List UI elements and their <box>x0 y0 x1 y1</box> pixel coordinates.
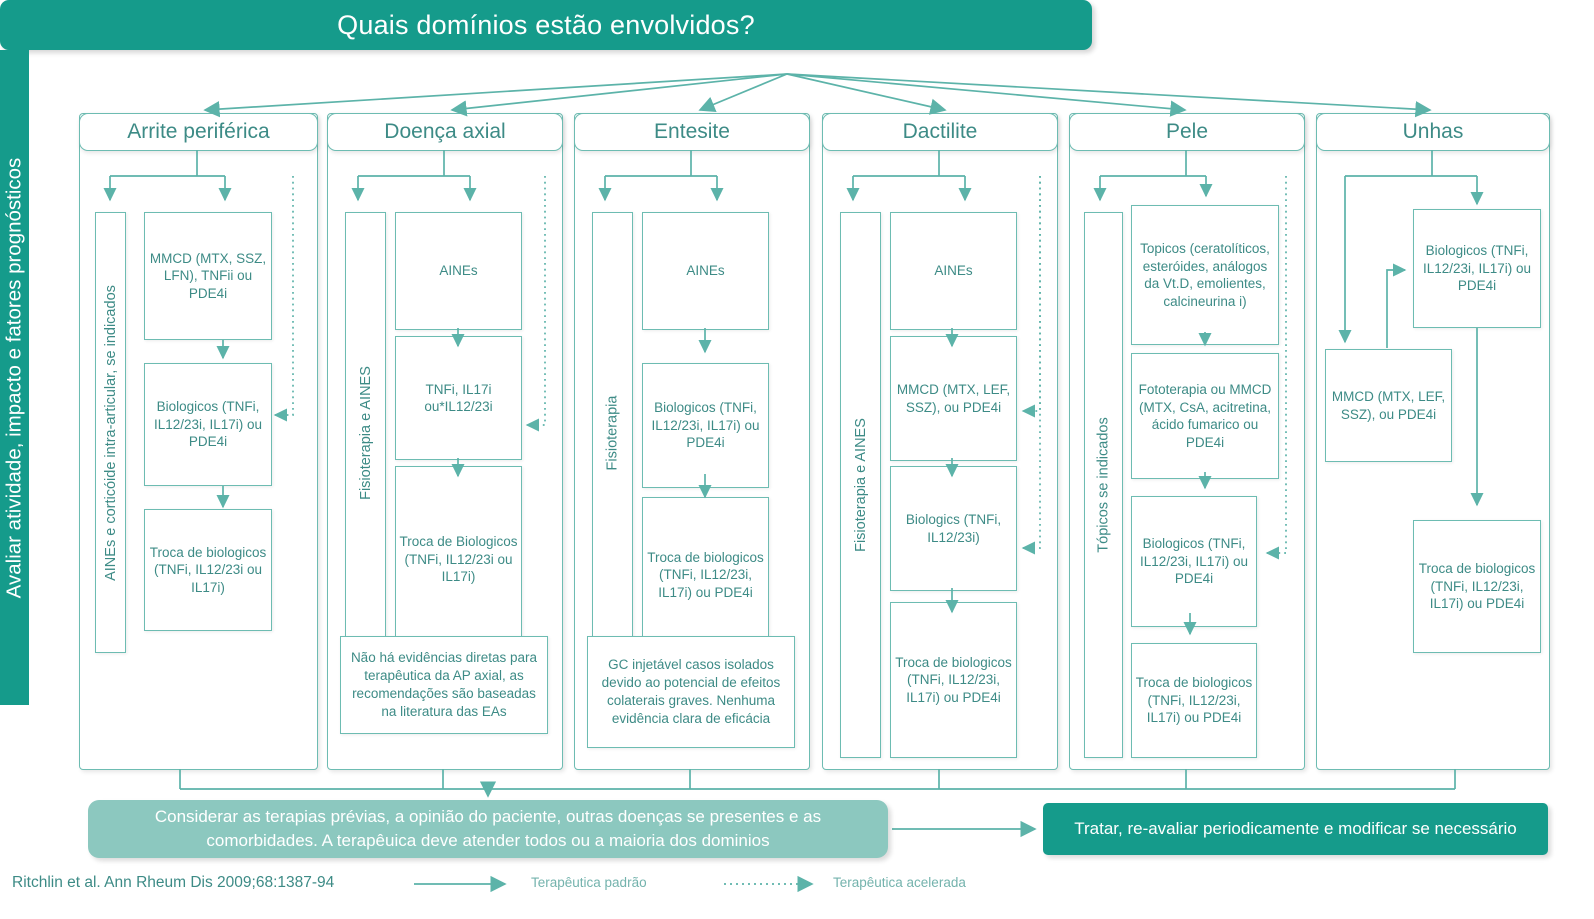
assessment-sidebar-label: Avaliar atividade, impacto e fatores pro… <box>2 157 26 598</box>
step-box-1-doenca-axial[interactable]: AINEs <box>395 212 522 330</box>
step-box-3-dactilite[interactable]: Biologics (TNFi, IL12/23i) <box>890 466 1017 591</box>
step-box-3-doenca-axial[interactable]: Troca de Biologicos (TNFi, IL12/23i ou I… <box>395 466 522 653</box>
step-text: Biologicos (TNFi, IL12/23i, IL17i) ou PD… <box>651 400 760 451</box>
domain-header-unhas[interactable]: Unhas <box>1316 113 1550 151</box>
side-treatment-label: Fisioterapia <box>604 395 621 470</box>
domain-header-pele[interactable]: Pele <box>1069 113 1305 151</box>
domain-title: Unhas <box>1402 120 1464 143</box>
consider-box[interactable]: Considerar as terapias prévias, a opiniã… <box>88 800 888 858</box>
step-box-1-unhas[interactable]: Biologicos (TNFi, IL12/23i, IL17i) ou PD… <box>1413 209 1541 328</box>
domain-title: Entesite <box>654 120 730 143</box>
domain-column-arrite-periferica[interactable]: Arrite periférica AINEs e corticóide int… <box>79 113 318 770</box>
note-text: GC injetável casos isolados devido ao po… <box>601 657 781 726</box>
step-box-3-arrite-periferica[interactable]: Troca de biologicos (TNFi, IL12/23i ou I… <box>144 509 272 631</box>
side-treatment-arrite-periferica[interactable]: AINEs e corticóide intra-articular, se i… <box>95 212 126 653</box>
consider-text: Considerar as terapias prévias, a opiniã… <box>154 807 822 850</box>
step-text: Troca de Biologicos (TNFi, IL12/23i ou I… <box>399 534 518 585</box>
legend: Ritchlin et al. Ann Rheum Dis 2009;68:13… <box>12 872 1112 898</box>
domain-column-doenca-axial[interactable]: Doença axial Fisioterapia e AINES AINEs … <box>327 113 563 770</box>
note-box-entesite[interactable]: GC injetável casos isolados devido ao po… <box>587 636 795 748</box>
citation-text: Ritchlin et al. Ann Rheum Dis 2009;68:13… <box>12 874 335 891</box>
step-text: Biologicos (TNFi, IL12/23i, IL17i) ou PD… <box>1422 243 1532 294</box>
side-treatment-label: Fisioterapia e AINES <box>852 418 869 552</box>
assessment-sidebar: Avaliar atividade, impacto e fatores pro… <box>0 50 29 705</box>
step-text: Troca de biologicos (TNFi, IL12/23i, IL1… <box>1418 561 1536 612</box>
bottom-collector <box>179 769 1456 798</box>
step-box-2-pele[interactable]: Fototerapia ou MMCD (MTX, CsA, acitretin… <box>1131 353 1279 479</box>
treat-box[interactable]: Tratar, re-avaliar periodicamente e modi… <box>1043 803 1548 855</box>
domain-column-dactilite[interactable]: Dactilite Fisioterapia e AINES AINEs MMC… <box>822 113 1058 770</box>
domain-header-entesite[interactable]: Entesite <box>574 113 810 151</box>
step-box-3-unhas[interactable]: Troca de biologicos (TNFi, IL12/23i, IL1… <box>1413 520 1541 653</box>
step-box-2-arrite-periferica[interactable]: Biologicos (TNFi, IL12/23i, IL17i) ou PD… <box>144 363 272 486</box>
domain-header-arrite-periferica[interactable]: Arrite periférica <box>79 113 318 151</box>
page-title: Quais domínios estão envolvidos? <box>0 0 1092 50</box>
step-box-2-unhas[interactable]: MMCD (MTX, LEF, SSZ), ou PDE4i <box>1325 349 1452 462</box>
step-box-4-pele[interactable]: Troca de biologicos (TNFi, IL12/23i, IL1… <box>1131 643 1257 758</box>
legend-label-standard: Terapêutica padrão <box>531 875 647 890</box>
step-box-2-dactilite[interactable]: MMCD (MTX, LEF, SSZ), ou PDE4i <box>890 336 1017 461</box>
side-treatment-dactilite[interactable]: Fisioterapia e AINES <box>840 212 881 758</box>
step-text: AINEs <box>934 263 973 279</box>
step-box-1-entesite[interactable]: AINEs <box>642 212 769 330</box>
domain-column-unhas[interactable]: Unhas Biologicos (TNFi, IL12/23i, IL17i)… <box>1316 113 1550 770</box>
step-text: Topicos (ceratolíticos, esteróides, anál… <box>1140 241 1270 309</box>
side-treatment-doenca-axial[interactable]: Fisioterapia e AINES <box>345 212 386 653</box>
step-box-3-entesite[interactable]: Troca de biologicos (TNFi, IL12/23i, IL1… <box>642 497 769 653</box>
step-text: MMCD (MTX, LEF, SSZ), ou PDE4i <box>1331 389 1446 422</box>
page-title-text: Quais domínios estão envolvidos? <box>337 9 755 40</box>
step-box-1-pele[interactable]: Topicos (ceratolíticos, esteróides, anál… <box>1131 205 1279 345</box>
side-treatment-pele[interactable]: Tópicos se indicados <box>1084 212 1123 758</box>
step-text: Troca de biologicos (TNFi, IL12/23i, IL1… <box>1135 675 1253 726</box>
step-text: Biologics (TNFi, IL12/23i) <box>905 512 1002 545</box>
treat-text: Tratar, re-avaliar periodicamente e modi… <box>1074 819 1517 838</box>
step-text: TNFi, IL17i ou*IL12/23i <box>424 381 493 415</box>
step-box-2-entesite[interactable]: Biologicos (TNFi, IL12/23i, IL17i) ou PD… <box>642 363 769 488</box>
side-treatment-label: Tópicos se indicados <box>1095 417 1112 553</box>
side-treatment-entesite[interactable]: Fisioterapia <box>592 212 633 653</box>
domain-title: Pele <box>1165 120 1209 143</box>
step-text: MMCD (MTX, LEF, SSZ), ou PDE4i <box>896 382 1011 415</box>
title-fanout-arrows <box>203 73 1432 118</box>
step-text: MMCD (MTX, SSZ, LFN), TNFii ou PDE4i <box>149 250 267 301</box>
note-box-doenca-axial[interactable]: Não há evidências diretas para terapêuti… <box>340 636 548 734</box>
step-text: Biologicos (TNFi, IL12/23i, IL17i) ou PD… <box>153 399 263 450</box>
domain-header-doenca-axial[interactable]: Doença axial <box>327 113 563 151</box>
step-text: Troca de biologicos (TNFi, IL12/23i, IL1… <box>647 549 764 600</box>
domain-header-dactilite[interactable]: Dactilite <box>822 113 1058 151</box>
note-text: Não há evidências diretas para terapêuti… <box>350 650 538 719</box>
step-text: Biologicos (TNFi, IL12/23i, IL17i) ou PD… <box>1139 536 1249 587</box>
step-text: Troca de biologicos (TNFi, IL12/23i, IL1… <box>895 654 1012 705</box>
step-text: AINEs <box>439 263 478 279</box>
domain-column-pele[interactable]: Pele Tópicos se indicados Topicos (cerat… <box>1069 113 1305 770</box>
step-text: Fototerapia ou MMCD (MTX, CsA, acitretin… <box>1138 382 1272 450</box>
step-box-1-dactilite[interactable]: AINEs <box>890 212 1017 330</box>
step-box-3-pele[interactable]: Biologicos (TNFi, IL12/23i, IL17i) ou PD… <box>1131 496 1257 627</box>
side-treatment-label: AINEs e corticóide intra-articular, se i… <box>102 284 119 581</box>
step-text: Troca de biologicos (TNFi, IL12/23i ou I… <box>149 544 267 595</box>
legend-label-accelerated: Terapêutica acelerada <box>833 875 966 890</box>
step-box-4-dactilite[interactable]: Troca de biologicos (TNFi, IL12/23i, IL1… <box>890 602 1017 758</box>
domain-column-entesite[interactable]: Entesite Fisioterapia AINEs Biologicos (… <box>574 113 810 770</box>
domain-title: Doença axial <box>384 120 506 143</box>
step-text: AINEs <box>686 263 725 279</box>
domain-title: Dactilite <box>902 120 978 143</box>
domain-title: Arrite periférica <box>127 120 270 143</box>
step-box-1-arrite-periferica[interactable]: MMCD (MTX, SSZ, LFN), TNFii ou PDE4i <box>144 212 272 340</box>
side-treatment-label: Fisioterapia e AINES <box>357 365 374 500</box>
step-box-2-doenca-axial[interactable]: TNFi, IL17i ou*IL12/23i <box>395 336 522 460</box>
